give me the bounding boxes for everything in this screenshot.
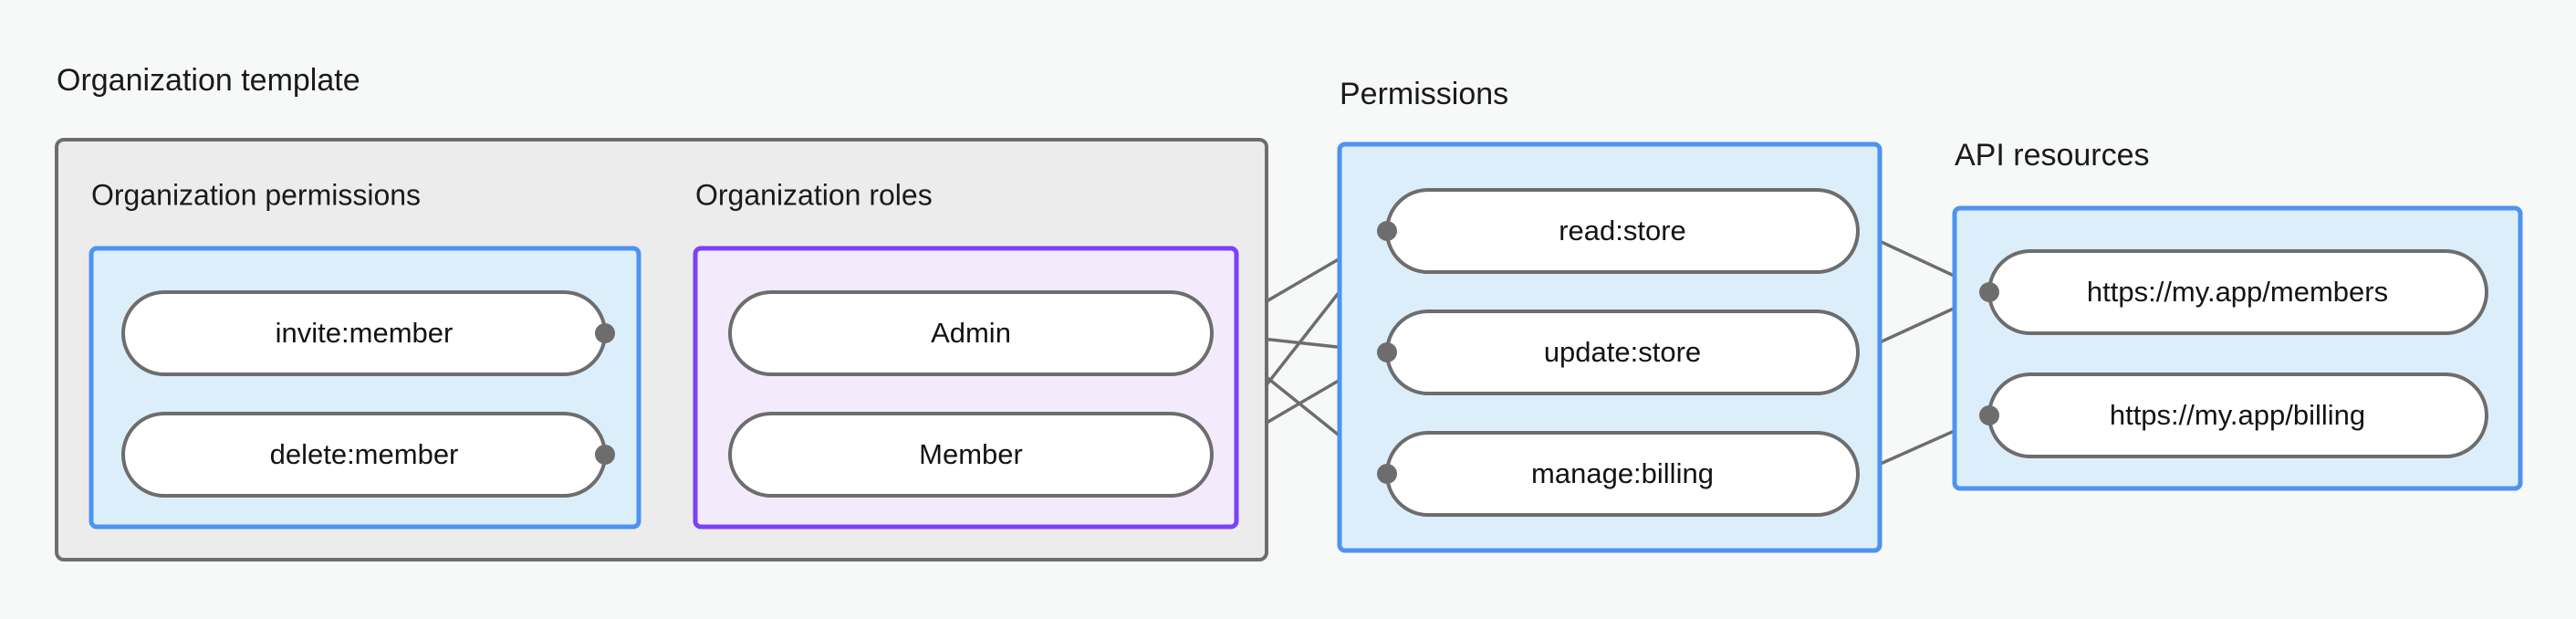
node-update-store-label: update:store [1544, 336, 1701, 368]
connector-dot-api-members [1979, 282, 1999, 302]
group-permissions: Permissions read:store update:store mana… [1337, 77, 1882, 553]
node-member-shape[interactable] [728, 412, 1214, 498]
node-admin-label: Admin [931, 317, 1011, 349]
connector-dot-update-store [1377, 342, 1397, 362]
connector-dot-manage-billing [1377, 464, 1397, 484]
api-resources-title: API resources [1955, 138, 2150, 173]
organization-template-title: Organization template [57, 63, 360, 98]
node-delete-member-label: delete:member [270, 438, 459, 470]
node-admin-shape[interactable] [728, 290, 1214, 376]
node-delete-member[interactable]: delete:member [121, 412, 607, 498]
connector-dot-invite-member [595, 323, 615, 343]
node-manage-billing-label: manage:billing [1531, 457, 1714, 489]
node-member[interactable]: Member [728, 412, 1214, 498]
node-read-store[interactable]: read:store [1385, 188, 1860, 274]
permissions-title: Permissions [1340, 77, 1508, 111]
connector-dot-layer [595, 221, 1999, 484]
node-update-store[interactable]: update:store [1385, 310, 1860, 395]
node-invite-member[interactable]: invite:member [121, 290, 607, 376]
node-api-members[interactable]: https://my.app/members [1987, 249, 2488, 335]
group-organization-permissions: Organization permissions invite:member d… [89, 178, 641, 530]
node-api-members-label: https://my.app/members [2087, 276, 2388, 308]
organization-permissions-title: Organization permissions [91, 178, 421, 211]
connector-dot-read-store [1377, 221, 1397, 241]
node-invite-member-label: invite:member [276, 317, 454, 349]
connector-dot-delete-member [595, 445, 615, 465]
group-api-resources: API resources https://my.app/members htt… [1952, 138, 2523, 491]
group-organization-roles: Organization roles Admin Member [693, 178, 1239, 530]
group-organization-template: Organization template Organization permi… [55, 63, 1268, 561]
node-admin[interactable]: Admin [728, 290, 1214, 376]
node-manage-billing[interactable]: manage:billing [1385, 431, 1860, 517]
connector-dot-api-billing [1979, 405, 1999, 425]
node-api-billing[interactable]: https://my.app/billing [1987, 372, 2488, 458]
node-member-label: Member [919, 438, 1023, 470]
node-api-billing-label: https://my.app/billing [2110, 399, 2365, 431]
node-read-store-label: read:store [1559, 215, 1686, 247]
organization-roles-title: Organization roles [695, 178, 933, 211]
